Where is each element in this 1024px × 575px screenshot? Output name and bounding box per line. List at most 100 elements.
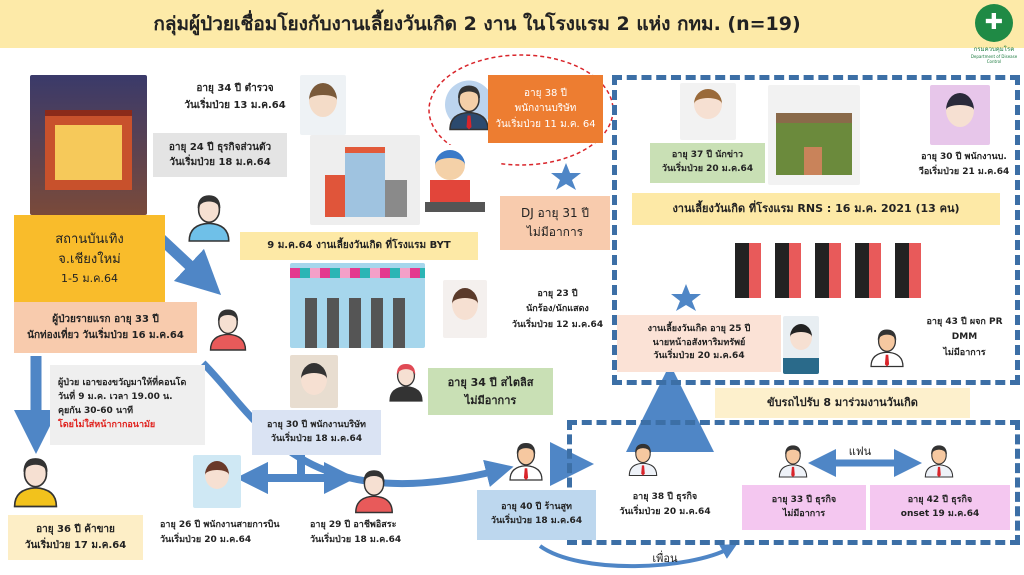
employee30-box: อายุ 30 ปี พนักงานบริษัทวันเริ่มป่วย 18 … [252,410,381,455]
airline-case: อายุ 26 ปี พนักงานสายการบินวันเริ่มป่วย … [160,518,290,549]
person-red-shirt-icon [350,462,398,515]
man-tie-icon [505,430,547,488]
index-case-box: ผู้ป่วยรายแรก อายุ 33 ปีนักท่องเที่ยว วั… [14,302,197,353]
case-line: อายุ 42 ปี ธุรกิจ [907,494,973,505]
case-line: วันเริ่มป่วย 11 ม.ค. 64 [495,118,596,130]
case-line: อายุ 26 ปี พนักงานสายการบิน [160,520,280,530]
case-line: ไม่มีอาการ [943,347,986,358]
businessman-avatar-icon [444,77,494,132]
reporter-portrait [680,83,736,140]
case-line: วันเริ่มป่วย 18 ม.ค.64 [490,516,583,526]
logo-name: กรมควบคุมโรค [973,46,1015,53]
case-line: ไม่มีอาการ [526,225,584,239]
event-text: 9 ม.ค.64 งานเลี้ยงวันเกิด ที่โรงแรม BYT [267,240,451,252]
pr-case: อายุ 43 ปี ผจก PR DMM ไม่มีอาการ [912,315,1017,361]
case-line: อายุ 37 ปี นักข่าว [671,150,744,161]
drive-label: ขับรถไปรับ 8 มาร่วมงานวันเกิด [715,388,970,418]
index-case-line2: นักท่องเที่ยว วันเริ่มป่วย 16 ม.ค.64 [27,329,184,341]
case-line: นายหน้าอสังหาริมทรัพย์ [652,337,746,348]
business-cluster-frame [567,420,1020,545]
employee38-box: อายุ 38 ปีพนักงานบริษัทวันเริ่มป่วย 11 ม… [488,75,603,143]
case-line: อายุ 24 ปี ธุรกิจส่วนตัว [168,141,272,153]
rns-event-label: งานเลี้ยงวันเกิด ที่โรงแรม RNS : 16 ม.ค.… [632,193,1000,225]
case-line: วันเริ่มป่วย 17 ม.ค.64 [24,539,127,551]
employee30b-case: อายุ 30 ปี พนักงานบ. วีอเริ่มป่วย 21 ม.ค.… [910,150,1018,181]
case-line: วันเริ่มป่วย 18 ม.ค.64 [169,157,271,168]
business33-box: อายุ 33 ปี ธุรกิจไม่มีอาการ [742,485,866,530]
business38-case: อายุ 38 ปี ธุรกิจวันเริ่มป่วย 20 ม.ค.64 [610,490,720,521]
case-line: วันเริ่มป่วย 20 ม.ค.64 [160,535,252,546]
auctioneer-box: งานเลี้ยงวันเกิด อายุ 25 ปีนายหน้าอสังหา… [617,315,781,372]
case-line: อายุ 29 ปี อาชีพอิสระ [310,520,397,530]
logo-sub: Department of Disease Control [970,54,1018,64]
case-line: อายุ 38 ปี ธุรกิจ [632,492,698,502]
case-line: onset 19 ม.ค.64 [900,508,980,519]
party-byt-image [290,263,425,348]
party-rns-image [730,228,930,303]
businessman-icon [921,435,957,483]
case-line: อายุ 23 ปี [537,289,578,299]
condo-note-warning: โดยไม่ใส่หน้ากากอนามัย [58,419,156,430]
condo-note-line3: คุยกัน 30-60 นาที [58,406,134,416]
trader-box: อายุ 36 ปี ค้าขายวันเริ่มป่วย 17 ม.ค.64 [8,515,143,560]
hotel-byt-image [310,135,420,225]
police-case: อายุ 34 ปี ตำรวจวันเริ่มป่วย 13 ม.ค.64 [180,80,290,114]
hotel-rns-image [768,85,860,185]
suit-shop-box: อายุ 40 ปี ร้านสูทวันเริ่มป่วย 18 ม.ค.64 [477,490,596,540]
nightclub-image [30,75,147,215]
reporter-box: อายุ 37 ปี นักข่าววันเริ่มป่วย 20 ม.ค.64 [650,143,765,183]
police-portrait [300,75,346,135]
case-line: พนักงานบริษัท [514,103,577,115]
case-line: อายุ 30 ปี พนักงานบ. [921,152,1007,162]
business24-box: อายุ 24 ปี ธุรกิจส่วนตัววันเริ่มป่วย 18 … [153,133,287,177]
case-line: วันเริ่มป่วย 20 ม.ค.64 [661,164,754,174]
dj-box: DJ อายุ 31 ปีไม่มีอาการ [500,196,610,250]
case-line: ไม่มีอาการ [782,508,826,519]
event-text: งานเลี้ยงวันเกิด ที่โรงแรม RNS : 16 ม.ค.… [672,202,960,216]
condo-note-line2: วันที่ 9 ม.ค. เวลา 19.00 น. [58,392,173,403]
stylist-box: อายุ 34 ปี สไตลิสไม่มีอาการ [428,368,553,415]
case-line: DMM [951,332,978,343]
businessman-icon [625,435,661,480]
case-line: วีอเริ่มป่วย 21 ม.ค.64 [918,167,1010,178]
case-line: นักร้อง/นักแสดง [526,304,589,315]
case-line: DJ อายุ 31 ปี [520,206,590,221]
byt-event-label: 9 ม.ค.64 งานเลี้ยงวันเกิด ที่โรงแรม BYT [240,232,478,260]
case-line: อายุ 43 ปี ผจก PR [926,317,1003,327]
friend-label: เพื่อน [652,552,678,565]
freelance-case: อายุ 29 ปี อาชีพอิสระวันเริ่มป่วย 18 ม.ค… [310,518,420,549]
dj-image [425,145,500,215]
case-line: อายุ 36 ปี ค้าขาย [36,524,115,535]
case-line: วันเริ่มป่วย 20 ม.ค.64 [653,351,745,362]
man-tie-icon [866,318,908,373]
venue-name: สถานบันเทิง [55,231,124,247]
event-text: ขับรถไปรับ 8 มาร่วมงานวันเกิด [767,396,918,410]
business42-box: อายุ 42 ปี ธุรกิจ onset 19 ม.ค.64 [870,485,1010,530]
case-line: อายุ 30 ปี พนักงานบริษัท [267,419,366,430]
page-title: กลุ่มผู้ป่วยเชื่อมโยงกับงานเลี้ยงวันเกิด… [0,0,1024,48]
case-line: อายุ 40 ปี ร้านสูท [501,502,572,513]
venue-date: 1-5 ม.ค.64 [60,272,119,286]
arrow-friend [538,544,738,569]
case-line: งานเลี้ยงวันเกิด อายุ 25 ปี [647,323,751,334]
person-yellow-shirt-icon [8,450,63,508]
person-red-shirt-icon [205,297,251,357]
case-line: อายุ 38 ปี [524,87,567,99]
case-line: วันเริ่มป่วย 13 ม.ค.64 [184,100,286,111]
employee30-portrait [290,355,338,408]
partner-label: แฟน [848,445,872,458]
condo-note-box: ผู้ป่วย เอาของขวัญมาให้ที่คอนโดวันที่ 9 … [50,365,205,445]
businessman-icon [775,435,811,483]
index-case-line1: ผู้ป่วยรายแรก อายุ 33 ปี [52,314,159,325]
case-line: อายุ 33 ปี ธุรกิจ [771,494,837,505]
venue-province: จ.เชียงใหม่ [58,251,121,267]
connector-t [252,455,338,482]
star-icon [551,163,581,190]
rns-cluster-frame [612,75,1020,385]
case-line: วันเริ่มป่วย 18 ม.ค.64 [310,535,402,546]
bearded-man-icon [183,185,235,245]
woman-red-hair-icon [385,355,427,405]
case-line: วันเริ่มป่วย 12 ม.ค.64 [511,319,604,330]
case-line: ไม่มีอาการ [464,393,517,407]
case-line: วันเริ่มป่วย 18 ม.ค.64 [270,433,363,444]
